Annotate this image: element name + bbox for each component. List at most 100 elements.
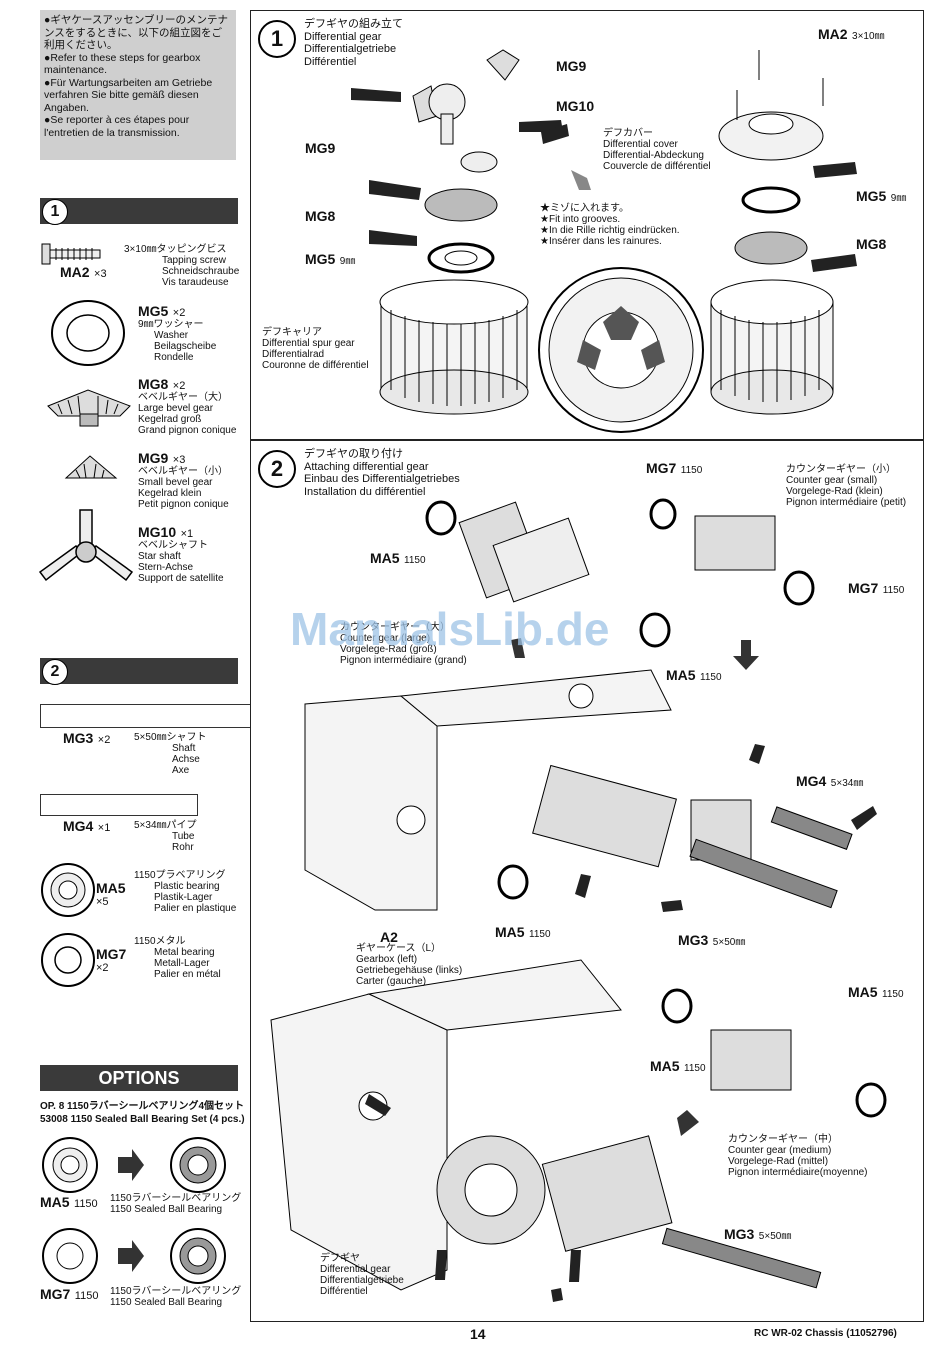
- option-mg7-code-text: MG7: [40, 1286, 71, 1302]
- step2-ma5a-code: MA5: [370, 550, 400, 566]
- step2-label-mg4: MG4 5×34㎜: [796, 773, 863, 791]
- step1-number: 1: [258, 20, 296, 58]
- options-line2: 53008 1150 Sealed Ball Bearing Set (4 pc…: [40, 1114, 245, 1125]
- step2-mg3b-code: MG3: [724, 1226, 755, 1242]
- option-ma5-desc: 1150ラバーシールベアリング 1150 Sealed Ball Bearing: [110, 1193, 241, 1215]
- option-ma5-desc-en: 1150 Sealed Ball Bearing: [110, 1204, 223, 1215]
- option-ma5-code-text: MA5: [40, 1194, 70, 1210]
- step1-label-mg5r-code: MG5: [856, 188, 887, 204]
- mg5-qty: ×2: [172, 307, 186, 319]
- step2-mg7b-code: MG7: [848, 580, 879, 596]
- step1-title-jp: デフギヤの組み立て: [304, 18, 403, 30]
- model-footer: RC WR-02 Chassis (11052796): [754, 1328, 897, 1339]
- step1-parts-number: 1: [42, 199, 68, 225]
- counter-large-en: Counter gear (large): [340, 633, 431, 644]
- counter-large-jp: カウンターギヤー（大）: [340, 622, 450, 633]
- star-shaft-icon: [38, 509, 134, 582]
- mg5-desc-en: Washer: [154, 330, 189, 341]
- step2-ma5c-size: 1150: [529, 929, 551, 940]
- gearbox-en: Gearbox (left): [356, 954, 418, 965]
- grooves-de: ★In die Rille richtig eindrücken.: [540, 225, 680, 236]
- grooves-fr: ★Insérer dans les rainures.: [540, 236, 662, 247]
- cover-jp: デフカバー: [603, 128, 653, 139]
- step1-label-mg9-top: MG9: [556, 58, 587, 74]
- mg7-desc-en: Metal bearing: [154, 947, 215, 958]
- ma2-desc-de: Schneidschraube: [162, 266, 240, 277]
- mg4-code-text: MG4: [63, 818, 94, 834]
- ma5-desc-en: Plastic bearing: [154, 881, 220, 892]
- ma5-desc-jp: 1150プラベアリング: [134, 870, 226, 881]
- option-mg7-desc-en: 1150 Sealed Ball Bearing: [110, 1297, 223, 1308]
- step2-label-ma5-c: MA5 1150: [495, 924, 551, 942]
- note-line-fr: ●Se reporter à ces étapes pour l'entreti…: [44, 114, 190, 139]
- mg9-desc: ベベルギヤー（小） Small bevel gear Kegelrad klei…: [138, 466, 229, 510]
- counter-medium-en: Counter gear (medium): [728, 1145, 832, 1156]
- mg5-desc-jp: 9㎜ワッシャー: [138, 319, 204, 330]
- step2-ma5a-size: 1150: [404, 555, 426, 566]
- ma5-code: MA5 ×5: [96, 880, 126, 908]
- step1-label-mg5-code: MG5: [305, 251, 336, 267]
- small-bevel-gear-icon: [64, 455, 118, 479]
- mg10-desc-de: Stern-Achse: [138, 562, 194, 573]
- step1-label-mg5-right: MG5 9㎜: [856, 188, 906, 206]
- step2-label-mg7-right: MG7 1150: [848, 580, 904, 598]
- counter-small-en: Counter gear (small): [786, 475, 878, 486]
- counter-medium-fr: Pignon intermédiaire(moyenne): [728, 1167, 868, 1178]
- mg7-qty: ×2: [96, 962, 109, 974]
- large-bevel-gear-icon: [47, 389, 131, 427]
- step2-illustration: [270, 498, 887, 1302]
- mg7-desc: 1150メタル Metal bearing Metall-Lager Palie…: [134, 936, 221, 980]
- metal-bearing-icon: [41, 933, 95, 987]
- step1-label-mg8-right: MG8: [856, 236, 887, 252]
- mg9-code-text: MG9: [138, 450, 169, 466]
- ma5-desc: 1150プラベアリング Plastic bearing Plastik-Lage…: [134, 870, 236, 914]
- mg9-code: MG9 ×3: [138, 450, 185, 468]
- step2-mg7b-size: 1150: [882, 585, 905, 596]
- ma2-desc-fr: Vis taraudeuse: [162, 277, 229, 288]
- mg5-desc: 9㎜ワッシャー Washer Beilagscheibe Rondelle: [138, 319, 216, 363]
- step1-label-mg9-left: MG9: [305, 140, 336, 156]
- grooves-en: ★Fit into grooves.: [540, 214, 621, 225]
- washer-icon: [51, 300, 125, 366]
- mg7-desc-fr: Palier en métal: [154, 969, 221, 980]
- step1-title-fr: Différentiel: [304, 55, 357, 68]
- carrier-fr: Couronne de différentiel: [262, 360, 369, 371]
- mg9-desc-jp: ベベルギヤー（小）: [138, 466, 228, 477]
- option-ma5-desc-jp: 1150ラバーシールベアリング: [110, 1193, 242, 1204]
- step1-title: デフギヤの組み立て Differential gear Differential…: [304, 18, 403, 68]
- step1-illustration: [351, 49, 857, 433]
- step1-label-mg5r-size: 9㎜: [890, 193, 907, 204]
- mg4-desc-en: Tube: [172, 831, 195, 842]
- mg8-desc-jp: ベベルギヤー（大）: [138, 392, 228, 403]
- gearbox-jp: ギヤーケース（L）: [356, 943, 442, 954]
- mg8-desc-fr: Grand pignon conique: [138, 425, 237, 436]
- option-ma5-code: MA5 1150: [40, 1194, 98, 1212]
- options-line1: OP. 8 1150ラバーシールベアリング4個セット: [40, 1101, 245, 1112]
- mg7-code-text: MG7: [96, 946, 127, 962]
- mg4-desc-jp: 5×34㎜パイプ: [134, 820, 197, 831]
- mg9-qty: ×3: [172, 454, 186, 466]
- mg7-desc-de: Metall-Lager: [154, 958, 210, 969]
- step2-mg4-code: MG4: [796, 773, 827, 789]
- watermark: ManualsLib.de: [290, 603, 610, 655]
- step2-title-fr: Installation du différentiel: [304, 485, 426, 498]
- mg5-code-text: MG5: [138, 303, 169, 319]
- step1-grooves-note: ★ミゾに入れます。 ★Fit into grooves. ★In die Ril…: [540, 203, 680, 247]
- mg10-desc-en: Star shaft: [138, 551, 181, 562]
- ma2-desc: 3×10㎜タッピングビス Tapping screw Schneidschrau…: [124, 244, 239, 288]
- carrier-en: Differential spur gear: [262, 338, 355, 349]
- option-ma5-size: 1150: [74, 1198, 98, 1210]
- mg3-desc-en: Shaft: [172, 743, 196, 754]
- step2-label-mg7-top: MG7 1150: [646, 460, 702, 478]
- option-mg7-desc: 1150ラバーシールベアリング 1150 Sealed Ball Bearing: [110, 1286, 241, 1308]
- page-number: 14: [470, 1326, 486, 1342]
- mg3-desc-fr: Axe: [172, 765, 190, 776]
- step2-ma5d-code: MA5: [848, 984, 878, 1000]
- step2-mg3a-size: 5×50㎜: [712, 937, 746, 948]
- cover-en: Differential cover: [603, 139, 678, 150]
- mg8-code-text: MG8: [138, 376, 169, 392]
- ma5-qty: ×5: [96, 896, 109, 908]
- step1-cover-label: デフカバー Differential cover Differential-Ab…: [603, 128, 711, 172]
- mg4-desc: 5×34㎜パイプ Tube Rohr: [134, 820, 197, 853]
- mg3-qty: ×2: [97, 734, 111, 746]
